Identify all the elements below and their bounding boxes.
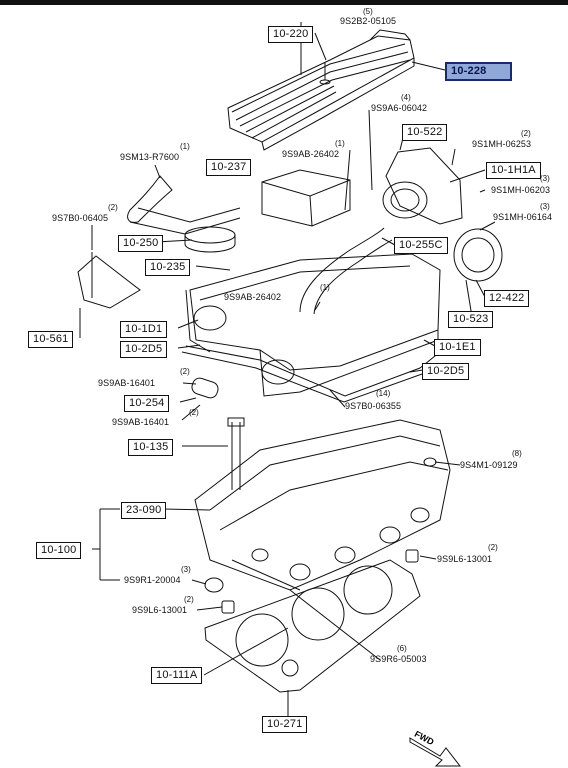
qty-9S9R6-05003: (6) — [397, 644, 407, 653]
part-number-9S9R1-20004: 9S9R1-20004 — [124, 575, 181, 585]
qty-9S9AB-16401-upper: (2) — [180, 367, 190, 376]
part-number-9S1MH-06253: 9S1MH-06253 — [472, 139, 532, 149]
valve-cover-drawing — [227, 29, 415, 151]
part-number-9S7B0-06405: 9S7B0-06405 — [52, 213, 109, 223]
qty-9SM13-R7600: (1) — [180, 142, 190, 151]
ref-box-23-090: 23-090 — [121, 502, 167, 519]
qty-9S7B0-06355: (14) — [376, 389, 391, 398]
cam-cover-drawing — [185, 253, 441, 397]
ref-box-10-220: 10-220 — [268, 26, 314, 43]
ref-box-12-422: 12-422 — [484, 290, 530, 307]
qty-9S4M1-09129: (8) — [512, 449, 522, 458]
part-number-9S7B0-06355: 9S7B0-06355 — [345, 401, 402, 411]
qty-9S9AB-26402-upper: (1) — [335, 139, 345, 148]
qty-9S7B0-06405: (2) — [108, 203, 118, 212]
part-number-9S9AB-26402-upper: 9S9AB-26402 — [282, 149, 340, 159]
head-gasket-drawing — [204, 559, 421, 693]
ref-box-10-237: 10-237 — [206, 159, 252, 176]
qty-9S2B2-05105: (5) — [363, 7, 373, 16]
part-number-9S9A6-06042: 9S9A6-06042 — [371, 103, 428, 113]
ref-box-10-271: 10-271 — [262, 716, 308, 733]
plug-drawing — [191, 377, 219, 399]
cylinder-head-drawing — [194, 419, 451, 591]
qty-9S1MH-06253: (2) — [521, 129, 531, 138]
ref-box-10-1D1: 10-1D1 — [120, 321, 168, 338]
head-bolt-drawing — [227, 417, 245, 490]
ref-box-10-1E1: 10-1E1 — [434, 339, 481, 356]
ref-box-10-135: 10-135 — [128, 439, 174, 456]
ref-box-10-2D5-left: 10-2D5 — [120, 341, 168, 358]
part-number-9S9AB-16401-lower: 9S9AB-16401 — [112, 417, 170, 427]
ref-box-10-2D5-right: 10-2D5 — [422, 363, 470, 380]
bracket-drawing — [77, 252, 141, 309]
ref-box-10-235: 10-235 — [145, 259, 191, 276]
ref-box-10-561: 10-561 — [28, 331, 74, 348]
ref-box-10-250: 10-250 — [118, 235, 164, 252]
gasket-drawing — [181, 345, 441, 403]
qty-9S1MH-06164: (3) — [540, 202, 550, 211]
thermostat-housing-drawing — [382, 147, 503, 282]
top-border-bar — [0, 0, 568, 5]
ref-box-10-1H1A: 10-1H1A — [486, 162, 541, 179]
qty-9S9A6-06042: (4) — [401, 93, 411, 102]
part-number-9S1MH-06203: 9S1MH-06203 — [491, 185, 551, 195]
qty-9S1MH-06203: (3) — [540, 174, 550, 183]
ref-box-10-254: 10-254 — [124, 395, 170, 412]
ref-box-10-255C: 10-255C — [394, 237, 448, 254]
ref-box-10-523: 10-523 — [448, 311, 494, 328]
part-number-9S9R6-05003: 9S9R6-05003 — [370, 654, 427, 664]
qty-9S9R1-20004: (3) — [181, 565, 191, 574]
ref-box-10-100: 10-100 — [36, 542, 82, 559]
ref-box-10-111A: 10-111A — [151, 667, 203, 684]
part-number-9S9L6-13001-right: 9S9L6-13001 — [437, 554, 493, 564]
breather-drawing — [261, 169, 351, 227]
part-number-9S2B2-05105: 9S2B2-05105 — [340, 16, 397, 26]
part-number-9SM13-R7600: 9SM13-R7600 — [120, 152, 180, 162]
qty-9S9AB-16401-lower: (2) — [189, 408, 199, 417]
part-number-9S9AB-26402-lower: 9S9AB-26402 — [224, 292, 282, 302]
ref-box-10-522: 10-522 — [402, 124, 448, 141]
oil-cap-drawing — [184, 226, 236, 253]
ref-box-10-228[interactable]: 10-228 — [445, 62, 512, 81]
part-number-9S1MH-06164: 9S1MH-06164 — [493, 212, 553, 222]
part-number-9S9AB-16401-upper: 9S9AB-16401 — [98, 378, 156, 388]
qty-9S9AB-26402-lower: (1) — [320, 283, 330, 292]
part-number-9S4M1-09129: 9S4M1-09129 — [460, 460, 518, 470]
dowel-drawing — [204, 549, 419, 614]
fwd-arrow-icon — [409, 737, 462, 767]
qty-9S9L6-13001-right: (2) — [488, 543, 498, 552]
part-number-9S9L6-13001-left: 9S9L6-13001 — [132, 605, 188, 615]
qty-9S9L6-13001-left: (2) — [184, 595, 194, 604]
